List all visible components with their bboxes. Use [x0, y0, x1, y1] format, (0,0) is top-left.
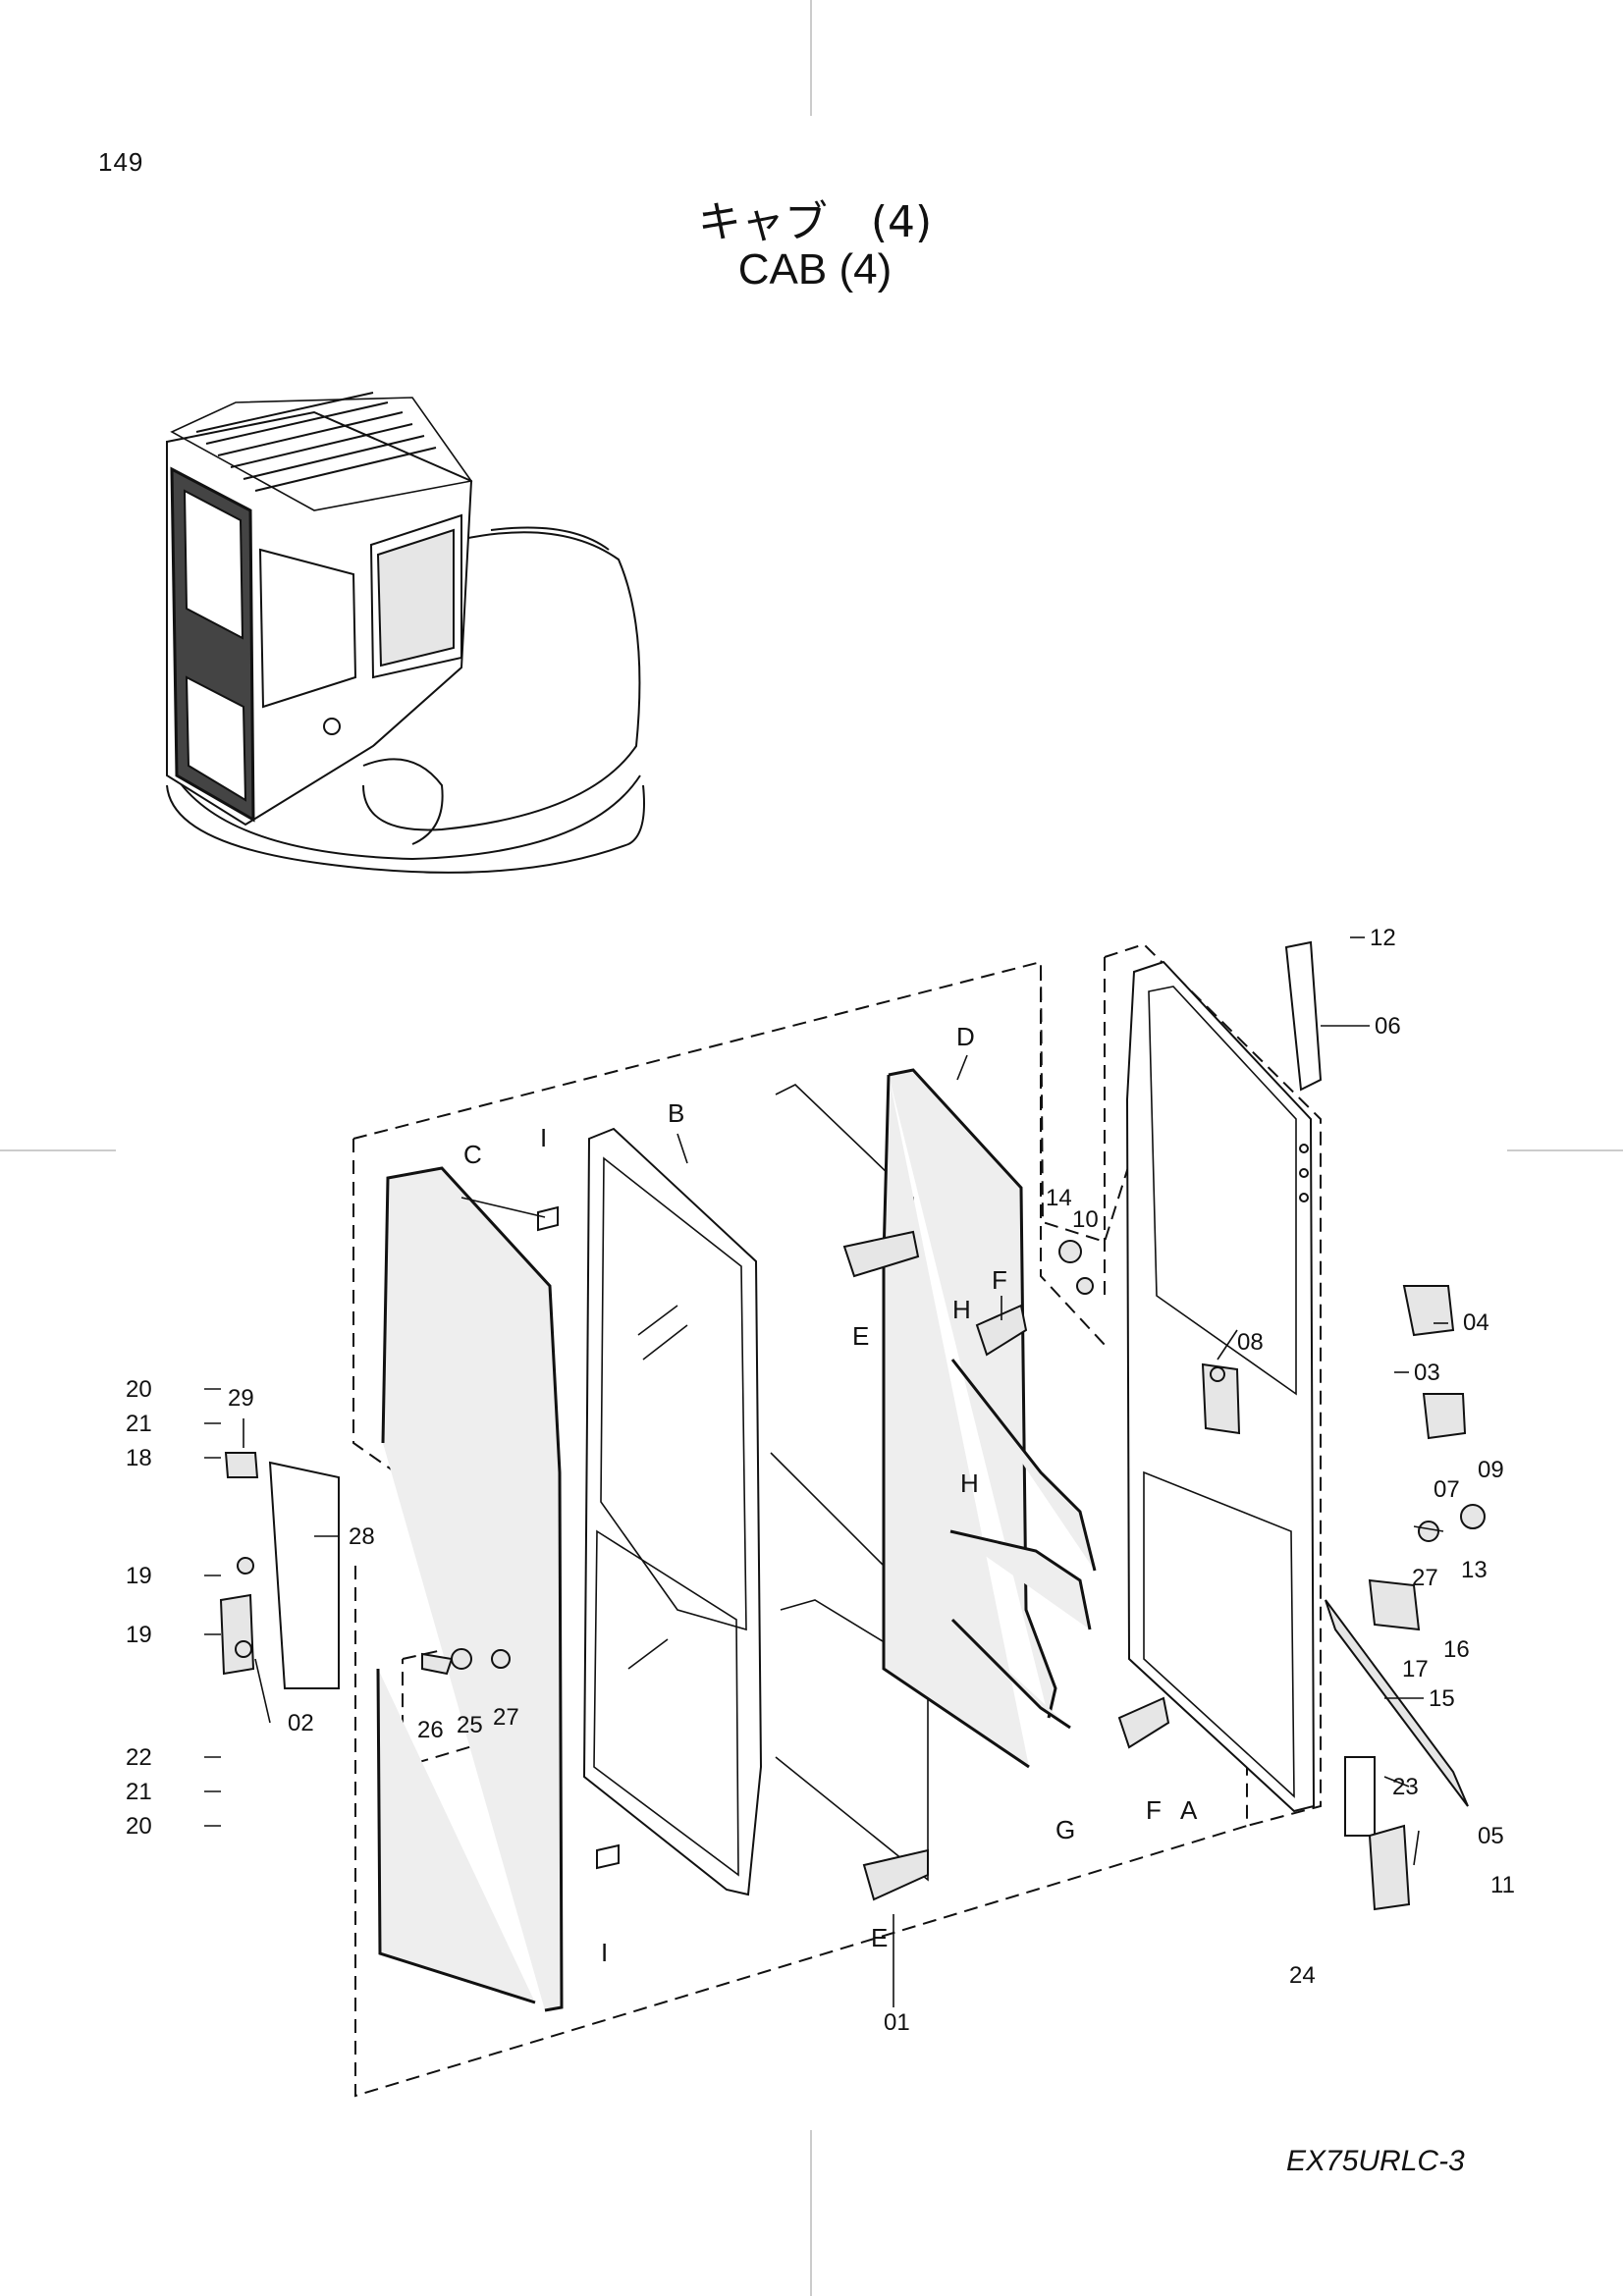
- callout-06: 06: [1375, 1013, 1401, 1040]
- seal-c: [376, 1166, 564, 2012]
- callout-16: 16: [1443, 1636, 1470, 1663]
- callout-10: 10: [1072, 1206, 1099, 1233]
- letter-c: C: [463, 1140, 482, 1169]
- callout-11: 11: [1490, 1872, 1515, 1898]
- callout-19: 19: [126, 1622, 152, 1648]
- model-code: EX75URLC-3: [1286, 2145, 1465, 2177]
- callout-23: 23: [1392, 1774, 1419, 1800]
- door-frame-a: [1125, 960, 1316, 1813]
- callout-19: 19: [126, 1563, 152, 1589]
- letter-d: D: [956, 1022, 975, 1051]
- page-title-japanese: キャブ (4): [697, 197, 933, 247]
- callout-04: 04: [1463, 1309, 1489, 1336]
- letter-f: F: [1146, 1795, 1162, 1825]
- callout-01: 01: [884, 2009, 910, 2036]
- callout-15: 15: [1429, 1685, 1455, 1712]
- callout-03: 03: [1414, 1360, 1440, 1386]
- letter-a: A: [1180, 1795, 1198, 1825]
- clip-e: [842, 1230, 929, 1901]
- callout-20: 20: [126, 1813, 152, 1840]
- callout-14: 14: [1046, 1185, 1072, 1211]
- letter-b: B: [668, 1098, 684, 1128]
- callout-18: 18: [126, 1445, 152, 1471]
- callout-21: 21: [126, 1411, 152, 1437]
- letter-callouts: C I B D E F H H F A G E I: [463, 1022, 1198, 1967]
- letter-h: H: [960, 1468, 979, 1498]
- page-number: 149: [98, 147, 144, 177]
- page-title: CAB (4): [737, 245, 893, 294]
- letter-i: I: [601, 1938, 608, 1967]
- letter-g: G: [1055, 1815, 1075, 1844]
- window-glass-d: [882, 1068, 1057, 1769]
- callout-17: 17: [1402, 1656, 1429, 1682]
- callout-29: 29: [228, 1385, 254, 1412]
- letter-f: F: [992, 1265, 1007, 1295]
- letter-h: H: [952, 1295, 971, 1324]
- callout-27: 27: [493, 1704, 519, 1731]
- callout-05: 05: [1478, 1823, 1504, 1849]
- callout-12: 12: [1370, 925, 1396, 951]
- callout-02: 02: [288, 1710, 314, 1736]
- window-glass-b: [537, 1127, 763, 1896]
- callout-13: 13: [1461, 1557, 1488, 1583]
- letter-e: E: [871, 1923, 888, 1952]
- part-callouts: 20 21 18 29 28 19 19 02 22 21 20 26 25 2…: [126, 925, 1515, 2036]
- roof-rails-icon: [195, 392, 437, 492]
- callout-20: 20: [126, 1376, 152, 1403]
- callout-21: 21: [126, 1779, 152, 1805]
- leader-lines: [204, 936, 1448, 2007]
- excavator-cab-illustration: [166, 392, 645, 874]
- letter-e: E: [852, 1321, 869, 1351]
- callout-25: 25: [457, 1712, 483, 1738]
- hardware-parts: [219, 940, 1486, 1911]
- callout-08: 08: [1237, 1329, 1264, 1356]
- letter-i: I: [540, 1123, 547, 1152]
- callout-26: 26: [417, 1717, 444, 1743]
- callout-09: 09: [1478, 1457, 1504, 1483]
- callout-07: 07: [1434, 1476, 1460, 1503]
- slide-rails: [949, 1304, 1170, 1749]
- callout-27: 27: [1412, 1565, 1438, 1591]
- callout-22: 22: [126, 1744, 152, 1771]
- callout-28: 28: [349, 1523, 375, 1550]
- callout-24: 24: [1289, 1962, 1316, 1989]
